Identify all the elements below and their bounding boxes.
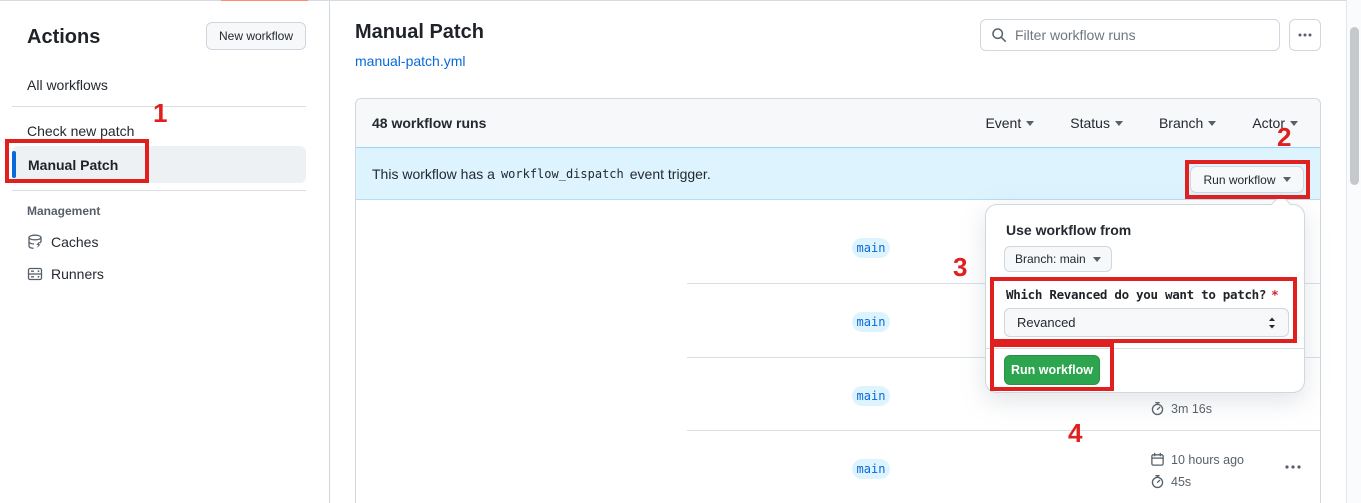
runs-count: 48 workflow runs xyxy=(372,115,487,131)
annotation-number-3: 3 xyxy=(953,252,968,282)
banner-text: event trigger. xyxy=(629,165,711,182)
management-section-label: Management xyxy=(27,204,101,218)
popover-title: Use workflow from xyxy=(1006,222,1132,238)
chevron-down-icon xyxy=(1290,120,1298,126)
filter-actor[interactable]: Actor xyxy=(1252,115,1298,131)
filter-status[interactable]: Status xyxy=(1070,115,1123,131)
run-row-menu-button[interactable] xyxy=(1283,459,1303,480)
new-workflow-button[interactable]: New workflow xyxy=(206,22,306,50)
required-asterisk: * xyxy=(1271,287,1279,302)
run-workflow-dropdown-button[interactable]: Run workflow xyxy=(1190,166,1304,193)
calendar-icon xyxy=(1151,452,1164,466)
run-workflow-submit-button[interactable]: Run workflow xyxy=(1004,355,1100,385)
sidebar-item-check-new-patch[interactable]: Check new patch xyxy=(27,123,135,139)
workflow-input-label: Which Revanced do you want to patch?* xyxy=(1006,287,1279,302)
annotation-number-4: 4 xyxy=(1068,418,1083,448)
chevron-down-icon xyxy=(1092,256,1101,262)
revanced-select[interactable]: Revanced xyxy=(1004,308,1289,337)
filter-workflow-runs-input[interactable] xyxy=(1015,27,1269,43)
run-row-divider xyxy=(687,430,1320,431)
filter-branch[interactable]: Branch xyxy=(1159,115,1217,131)
branch-badge[interactable]: main xyxy=(852,459,890,479)
banner-text: This workflow has a xyxy=(372,165,495,182)
branch-badge[interactable]: main xyxy=(852,386,890,406)
run-duration: 3m 16s xyxy=(1150,401,1212,416)
sidebar-title: Actions xyxy=(27,26,101,48)
sidebar-item-caches[interactable]: Caches xyxy=(27,234,98,250)
sidebar-divider xyxy=(12,106,306,107)
search-icon xyxy=(992,28,1006,42)
up-down-arrows-icon xyxy=(1269,317,1275,328)
sidebar-item-label: Manual Patch xyxy=(28,156,119,173)
page-scrollbar-thumb[interactable] xyxy=(1350,27,1359,185)
filter-runs-searchbox[interactable] xyxy=(980,19,1280,51)
chevron-down-icon xyxy=(1026,120,1035,126)
kebab-horizontal-icon xyxy=(1285,465,1301,469)
page-scrollbar-track[interactable] xyxy=(1346,0,1361,503)
kebab-horizontal-icon xyxy=(1298,33,1312,37)
banner-code: workflow_dispatch xyxy=(500,166,624,181)
chevron-down-icon xyxy=(1208,120,1217,126)
sidebar-item-runners[interactable]: Runners xyxy=(27,266,104,282)
sidebar-item-all-workflows[interactable]: All workflows xyxy=(27,77,108,93)
run-duration: 45s xyxy=(1150,474,1191,489)
runs-table-header: 48 workflow runs Event Status Branch Act… xyxy=(356,99,1320,147)
run-workflow-popover: Use workflow from Branch: main Which Rev… xyxy=(985,194,1305,393)
branch-badge[interactable]: main xyxy=(852,238,890,258)
runs-filters: Event Status Branch Actor xyxy=(985,115,1298,131)
top-border xyxy=(0,0,1361,1)
sidebar-item-label: Caches xyxy=(51,234,99,250)
branch-badge[interactable]: main xyxy=(852,312,890,332)
filter-event[interactable]: Event xyxy=(985,115,1035,131)
popover-divider xyxy=(986,348,1304,349)
stopwatch-icon xyxy=(1151,402,1164,416)
annotation-number-1: 1 xyxy=(153,98,168,128)
chevron-down-icon xyxy=(1282,177,1291,182)
run-start-time: 10 hours ago xyxy=(1150,452,1244,467)
sidebar-divider xyxy=(12,190,306,191)
sidebar-item-manual-patch[interactable]: Manual Patch xyxy=(12,146,306,183)
workflow-file-link[interactable]: manual-patch.yml xyxy=(355,53,466,69)
workflow-more-options-button[interactable] xyxy=(1289,19,1321,51)
stopwatch-icon xyxy=(1151,475,1164,489)
selected-accent-bar xyxy=(12,151,16,178)
database-icon xyxy=(28,234,42,249)
annotation-number-2: 2 xyxy=(1277,122,1292,152)
sidebar-item-label: Runners xyxy=(51,266,104,282)
workflow-dispatch-banner: This workflow has a workflow_dispatch ev… xyxy=(356,147,1320,200)
server-icon xyxy=(27,267,43,281)
chevron-down-icon xyxy=(1114,120,1123,126)
actions-sidebar: Actions New workflow All workflows Check… xyxy=(0,1,330,503)
branch-selector-button[interactable]: Branch: main xyxy=(1004,246,1112,272)
page-title: Manual Patch xyxy=(355,21,484,43)
